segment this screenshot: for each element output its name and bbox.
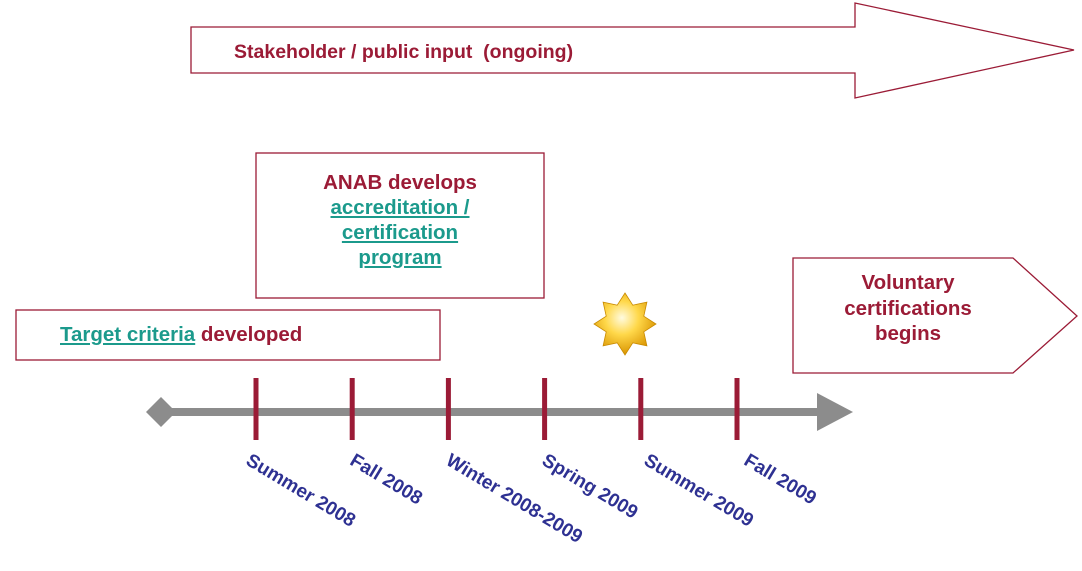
target-rest: developed (195, 323, 303, 346)
target-box-border (15, 309, 441, 361)
voluntary-line-1: Voluntary (861, 271, 955, 294)
anab-link-line-3[interactable]: program (358, 246, 442, 269)
axis-right-arrowhead (817, 393, 853, 431)
axis-left-diamond (146, 397, 176, 427)
target-box-text: Target criteria developed (60, 323, 302, 347)
anab-link-line-1[interactable]: accreditation / (330, 196, 470, 219)
voluntary-arrow-shape (792, 257, 1078, 374)
anab-link-line-2[interactable]: certification (341, 221, 459, 244)
stakeholder-arrow-shape (190, 2, 1075, 99)
voluntary-text: Voluntary certifications begins (800, 270, 1016, 347)
sun-icon (593, 292, 657, 356)
voluntary-line-3: begins (874, 322, 942, 345)
voluntary-line-2: certifications (844, 296, 972, 320)
anab-box-border (255, 152, 545, 299)
anab-lead: ANAB develops (323, 171, 477, 194)
anab-box-text: ANAB develops accreditation / certificat… (256, 170, 544, 270)
target-criteria-link[interactable]: Target criteria (60, 323, 196, 346)
stakeholder-label: Stakeholder / public input (ongoing) (234, 41, 574, 63)
timeline-axis (146, 393, 853, 431)
timeline-ticks (253, 378, 740, 440)
